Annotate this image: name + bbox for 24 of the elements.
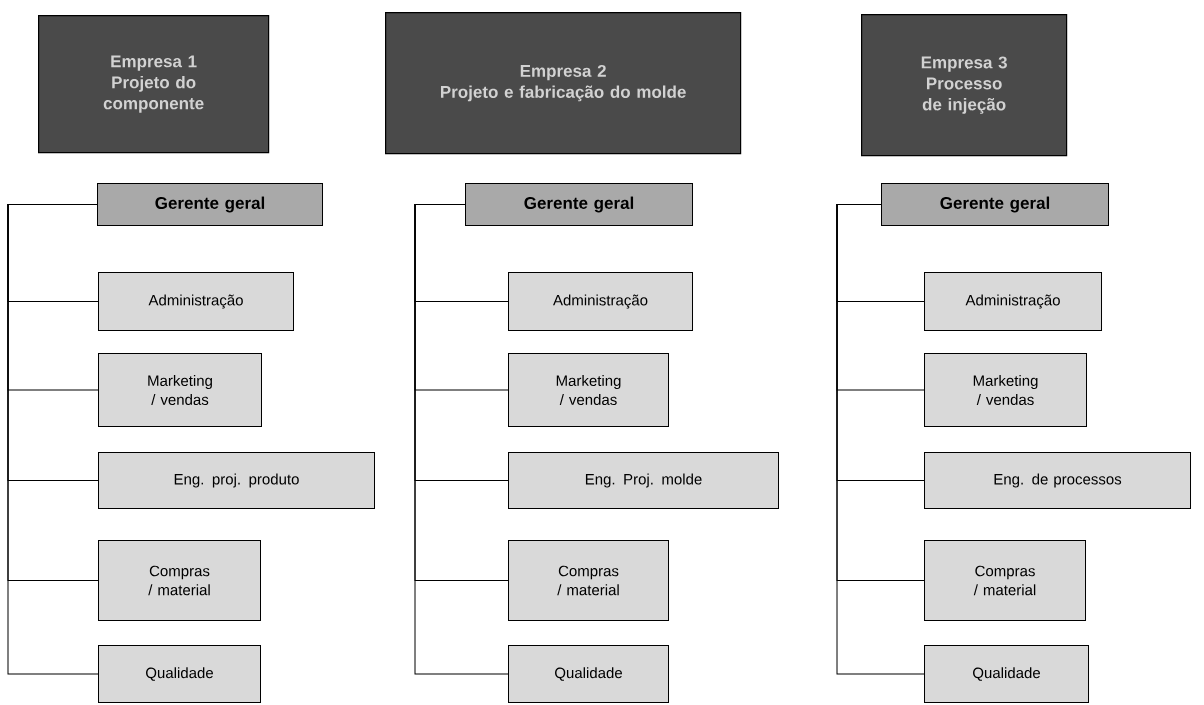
- department-box: Marketing / vendas: [508, 353, 669, 427]
- department-box: Compras / material: [98, 540, 261, 621]
- manager-box: Gerente geral: [881, 183, 1109, 226]
- department-box: Marketing / vendas: [924, 353, 1087, 427]
- department-box: Qualidade: [508, 645, 669, 703]
- department-box: Eng. de processos: [924, 452, 1191, 509]
- header-box: Empresa 1 Projeto do componente: [38, 15, 270, 154]
- header-box: Empresa 2 Projeto e fabricação do molde: [385, 12, 742, 155]
- department-box: Qualidade: [98, 645, 261, 703]
- manager-box: Gerente geral: [97, 183, 323, 226]
- header-box: Empresa 3 Processo de injeção: [861, 14, 1068, 157]
- connector-line: [7, 204, 99, 675]
- manager-box: Gerente geral: [465, 183, 693, 226]
- connector-line: [414, 204, 509, 675]
- department-box: Marketing / vendas: [98, 353, 262, 427]
- department-box: Eng. proj. produto: [98, 452, 375, 509]
- department-box: Compras / material: [924, 540, 1086, 621]
- department-box: Eng. Proj. molde: [508, 452, 779, 509]
- department-box: Administração: [924, 272, 1102, 331]
- department-box: Qualidade: [924, 645, 1089, 703]
- department-box: Administração: [508, 272, 693, 331]
- connector-line: [836, 204, 925, 675]
- department-box: Administração: [98, 272, 294, 331]
- department-box: Compras / material: [508, 540, 669, 621]
